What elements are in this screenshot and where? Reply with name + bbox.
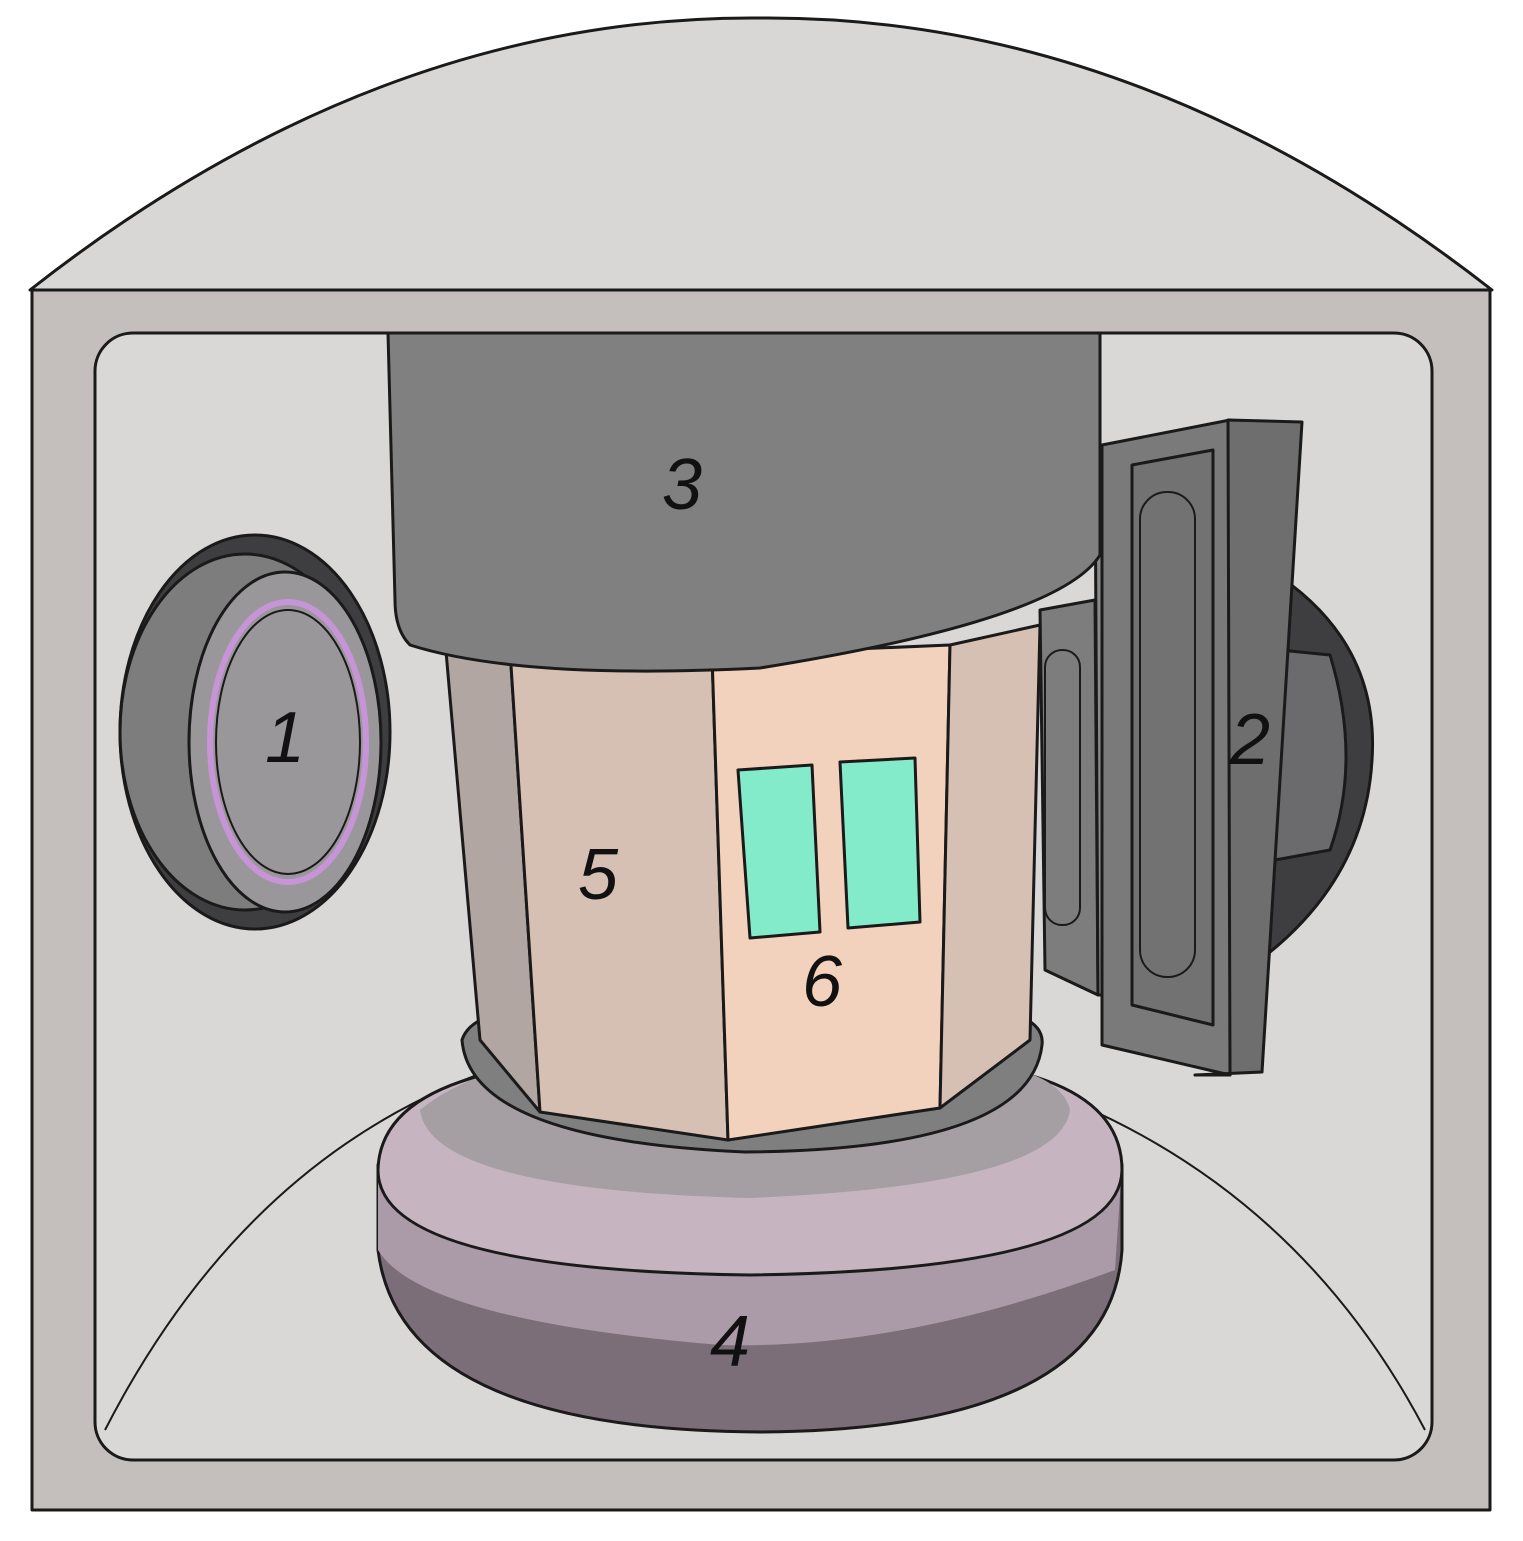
panel-front-inset: [1130, 448, 1215, 1027]
label-part-6: 6: [802, 942, 843, 1022]
side-panel-detector: [1038, 418, 1375, 1077]
panel-edge: [1193, 418, 1304, 1077]
panel-front-slot: [1139, 491, 1196, 978]
sample-window-left: [736, 763, 822, 940]
detector-ring-edge: [215, 609, 361, 875]
label-part-2: 2: [1229, 700, 1270, 780]
holder-right-face: [938, 623, 1042, 1110]
label-part-4: 4: [710, 1302, 750, 1382]
sample-holder: [443, 623, 1042, 1142]
panel-back-disc-face: [1273, 648, 1348, 862]
label-part-5: 5: [578, 835, 619, 915]
holder-side-face: [508, 648, 730, 1142]
detector-face: [187, 570, 383, 914]
label-part-1: 1: [265, 698, 305, 778]
label-part-3: 3: [662, 445, 702, 525]
sample-window-right: [838, 756, 922, 930]
detector-ring: [207, 599, 369, 885]
left-detector: [118, 533, 392, 931]
panel-rear-slab: [1038, 598, 1100, 997]
electron-column: [386, 331, 1102, 673]
chamber-dome: [28, 16, 1494, 292]
panel-rear-slot: [1044, 649, 1081, 926]
